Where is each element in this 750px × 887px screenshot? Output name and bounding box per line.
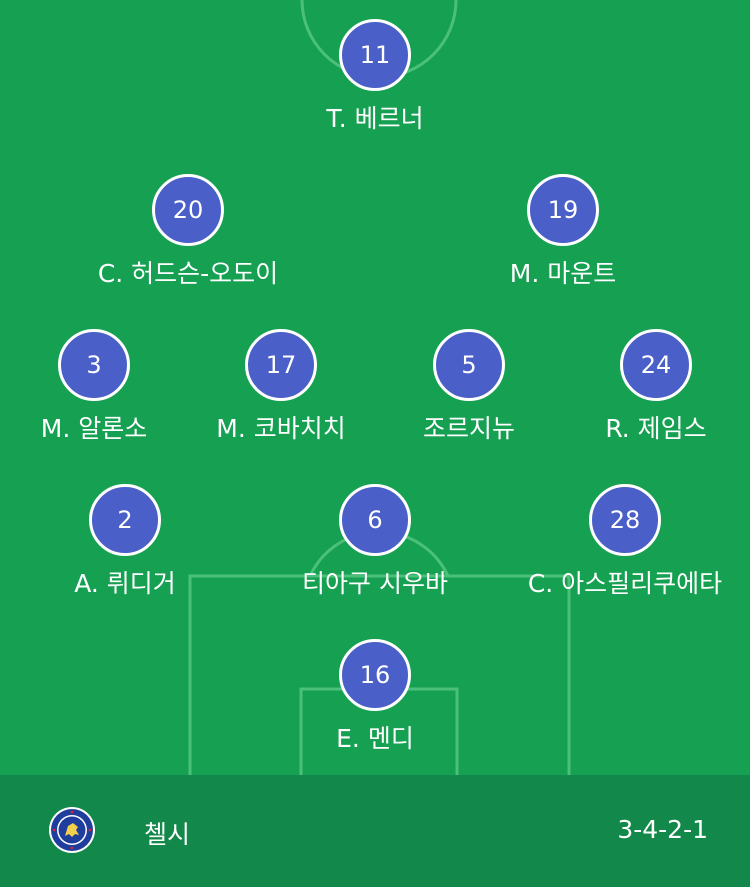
player-number-badge[interactable]: 19 [527,174,599,246]
player-name: R. 제임스 [605,414,707,443]
player-name: T. 베르너 [326,104,424,133]
player-number-badge[interactable]: 6 [339,484,411,556]
player-name: C. 허드슨-오도이 [97,259,279,288]
player-number-badge[interactable]: 24 [620,329,692,401]
player-number-badge[interactable]: 28 [589,484,661,556]
formation-label: 3-4-2-1 [617,815,708,844]
player-number-badge[interactable]: 16 [339,639,411,711]
player-name: 티아구 시우바 [302,569,448,598]
player-number-badge[interactable]: 3 [58,329,130,401]
player-name: M. 코바치치 [216,414,346,443]
player-name: M. 알론소 [40,414,148,443]
team-name: 첼시 [144,820,191,849]
player-number-badge[interactable]: 11 [339,19,411,91]
chelsea-crest-icon [49,807,95,853]
player-number-badge[interactable]: 17 [245,329,317,401]
player-number-badge[interactable]: 2 [89,484,161,556]
player-name: M. 마운트 [509,259,617,288]
player-name: C. 아스필리쿠에타 [527,569,723,598]
player-name: 조르지뉴 [422,414,515,443]
team-footer: 첼시 3-4-2-1 [0,775,750,887]
player-name: A. 뤼디거 [74,569,176,598]
penalty-box [188,574,571,775]
player-number-badge[interactable]: 5 [433,329,505,401]
player-name: E. 멘디 [336,724,414,753]
player-number-badge[interactable]: 20 [152,174,224,246]
